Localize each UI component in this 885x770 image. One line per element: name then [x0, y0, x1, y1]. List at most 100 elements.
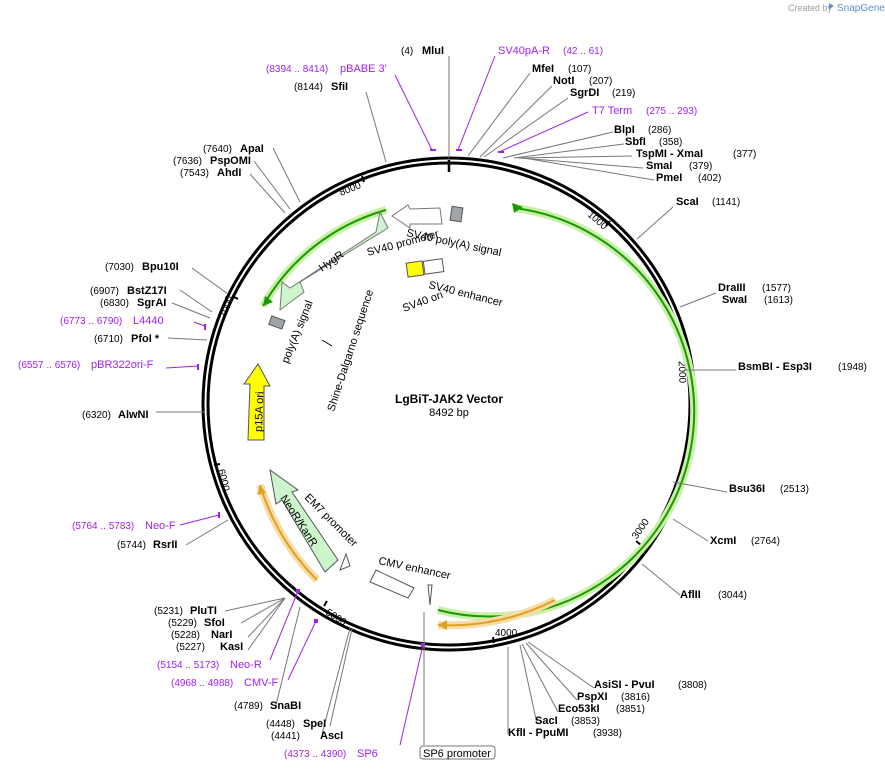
enzyme-apai[interactable]: ApaI: [240, 143, 264, 155]
enzyme-pos-kasi: (5227): [176, 642, 205, 653]
enzyme-pos-saci: (3853): [571, 716, 600, 727]
enzyme-pos-sgrai: (6830): [100, 298, 129, 309]
sv40-enhancer-box: [422, 258, 445, 275]
enzyme-pos-bsmbi-esp3i: (1948): [838, 362, 867, 373]
plasmid-name: LgBiT-JAK2 Vector: [395, 392, 503, 406]
polya-label: poly(A) signal: [280, 299, 316, 365]
primer-pbabe3[interactable]: pBABE 3': [340, 63, 387, 75]
primer-neo-r[interactable]: Neo-R: [230, 659, 262, 671]
enzyme-pos-draiii: (1577): [762, 283, 791, 294]
small-promoter-feature: [427, 584, 433, 606]
p15a-ori-label: p15A ori: [253, 391, 266, 432]
enzyme-pspomi[interactable]: PspOMI: [210, 155, 251, 167]
enzyme-asisi-pvui[interactable]: AsiSI - PvuI: [594, 679, 655, 691]
tick-4000: 4000: [495, 628, 518, 639]
enzyme-pos-alwni: (6320): [82, 410, 111, 421]
enzyme-pos-bpu10i: (7030): [105, 262, 134, 273]
primer-neo-f[interactable]: Neo-F: [145, 520, 176, 532]
enzyme-xcmi[interactable]: XcmI: [710, 535, 736, 547]
enzyme-scai[interactable]: ScaI: [676, 196, 699, 208]
tick-6000: 6000: [215, 468, 231, 493]
primer-range-t7-term: (275 .. 293): [646, 106, 697, 117]
enzyme-swai[interactable]: SwaI: [722, 294, 747, 306]
enzyme-noti[interactable]: NotI: [553, 75, 574, 87]
enzyme-pos-sfoi: (5229): [168, 618, 197, 629]
enzyme-smai[interactable]: SmaI: [646, 160, 672, 172]
primer-range-sv40pa-r: (42 .. 61): [563, 46, 603, 57]
enzyme-sfoi[interactable]: SfoI: [204, 617, 225, 629]
p15a-ori-feature: [243, 363, 271, 441]
primer-cmv-f[interactable]: CMV-F: [244, 677, 279, 689]
enzyme-pos-smai: (379): [689, 161, 712, 172]
primer-pbr322ori-f[interactable]: pBR322ori-F: [91, 359, 154, 371]
enzyme-spei[interactable]: SpeI: [303, 718, 326, 730]
enzyme-pos-asisi-pvui: (3808): [678, 680, 707, 691]
enzyme-alwni[interactable]: AlwNI: [118, 409, 149, 421]
enzyme-sgrdi[interactable]: SgrDI: [570, 87, 599, 99]
enzyme-pos-snabi: (4789): [234, 701, 263, 712]
primer-markers: [197, 149, 504, 647]
primer-range-pbabe3: (8394 .. 8414): [266, 64, 328, 75]
enzyme-pmei[interactable]: PmeI: [656, 172, 682, 184]
enzyme-draiii[interactable]: DraIII: [718, 282, 746, 294]
sv40-ori-label: SV40 ori: [401, 289, 445, 315]
enzyme-sfii[interactable]: SfiI: [331, 81, 348, 93]
primer-l4440[interactable]: L4440: [133, 315, 164, 327]
orange-arc-1: [437, 599, 556, 627]
em7-promoter-feature: [339, 552, 351, 571]
polya-box: [268, 315, 286, 330]
enzyme-rsrii[interactable]: RsrII: [153, 539, 177, 551]
enzyme-sgrai[interactable]: SgrAI: [137, 297, 166, 309]
enzyme-kfli-ppumi[interactable]: KflI - PpuMI: [508, 727, 569, 739]
shine-dalgarno-mark: [321, 339, 333, 347]
primer-sp6[interactable]: SP6: [357, 748, 378, 760]
orange-arc-2: [259, 484, 318, 581]
enzyme-pluti[interactable]: PluTI: [190, 605, 217, 617]
enzyme-pos-bstz17i: (6907): [90, 286, 119, 297]
enzyme-pfoi[interactable]: PfoI *: [131, 333, 160, 345]
enzyme-pos-nari: (5228): [171, 630, 200, 641]
snapgene-logo-icon: [829, 3, 834, 9]
enzyme-pspxi[interactable]: PspXI: [577, 691, 608, 703]
enzyme-snabi[interactable]: SnaBI: [270, 700, 301, 712]
primer-t7-term[interactable]: T7 Term: [592, 105, 632, 117]
primer-range-sp6: (4373 .. 4390): [284, 749, 346, 760]
enzyme-aflii[interactable]: AflII: [680, 589, 701, 601]
enzyme-mlui[interactable]: MluI: [422, 45, 444, 57]
enzyme-ahdi[interactable]: AhdI: [217, 167, 241, 179]
primer-range-l4440: (6773 .. 6790): [60, 316, 122, 327]
enzyme-sbfi[interactable]: SbfI: [625, 136, 646, 148]
plasmid-length: 8492 bp: [429, 407, 469, 419]
enzyme-pos-mfei: (107): [568, 64, 591, 75]
orange-arc-2-arrowhead: [257, 485, 266, 495]
hyg-arc: [262, 209, 387, 307]
primer-range-pbr322ori-f: (6557 .. 6576): [18, 360, 80, 371]
primer-sv40pa-r[interactable]: SV40pA-R: [498, 45, 550, 57]
enzyme-mfei[interactable]: MfeI: [532, 63, 554, 75]
enzyme-saci[interactable]: SacI: [535, 715, 558, 727]
hygr-feature: [279, 210, 389, 312]
enzyme-asci[interactable]: AscI: [320, 730, 343, 742]
tick-7000: 7000: [217, 294, 235, 319]
enzyme-bpu10i[interactable]: Bpu10I: [142, 261, 179, 273]
primer-leaders: [165, 55, 589, 746]
enzyme-blpi[interactable]: BlpI: [614, 124, 635, 136]
enzyme-nari[interactable]: NarI: [211, 629, 232, 641]
primer-range-neo-r: (5154 .. 5173): [157, 660, 219, 671]
enzyme-eco53ki[interactable]: Eco53kI: [558, 703, 600, 715]
shine-dalgarno-label: Shine-Dalgarno sequence: [325, 288, 376, 413]
sv40-ori-box: [405, 260, 425, 278]
sp6-promoter-box[interactable]: [419, 745, 496, 760]
snapgene-brand: SnapGene: [837, 3, 885, 14]
enzyme-pos-blpi: (286): [648, 125, 671, 136]
enzyme-bstz17i[interactable]: BstZ17I: [127, 285, 167, 297]
enzyme-pos-ahdi: (7543): [180, 168, 209, 179]
enzyme-tspmi-xmai[interactable]: TspMI - XmaI: [636, 148, 703, 160]
created-by-label: Created by: [788, 3, 833, 13]
enzyme-bsu36i[interactable]: Bsu36I: [729, 483, 765, 495]
enzyme-pos-aflii: (3044): [718, 590, 747, 601]
enzyme-pos-apai: (7640): [203, 144, 232, 155]
enzyme-kasi[interactable]: KasI: [220, 641, 243, 653]
enzyme-bsmbi-esp3i[interactable]: BsmBI - Esp3I: [738, 361, 812, 373]
